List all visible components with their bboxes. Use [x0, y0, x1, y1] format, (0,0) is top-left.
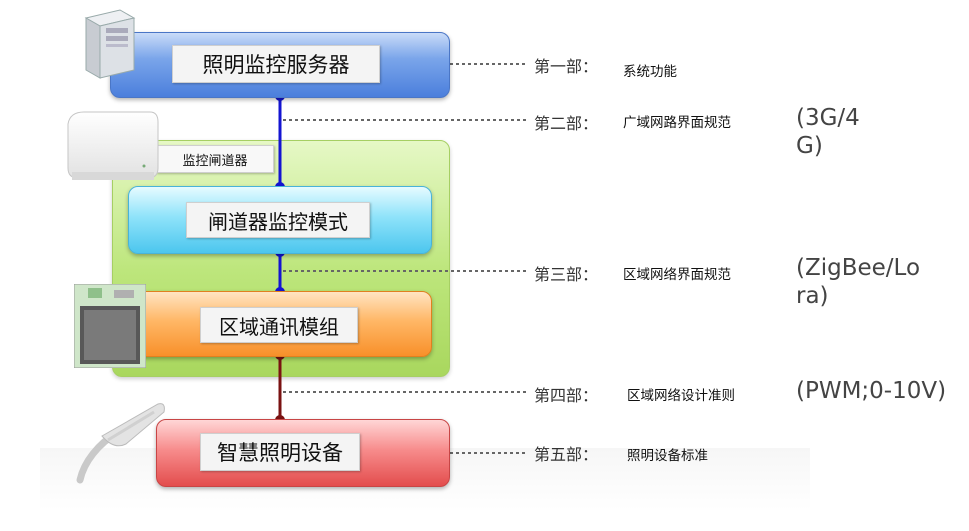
part-5-label: 第五部：	[534, 445, 599, 464]
part-1-desc: 系统功能	[623, 64, 677, 80]
wan-annotation: (3G/4 G)	[796, 104, 860, 160]
lan-annotation-line-2: ra)	[796, 283, 829, 309]
wan-annotation-line-2: G)	[796, 133, 823, 159]
lan-annotation: (ZigBee/Lo ra)	[796, 254, 920, 310]
control-annotation: (PWM;0-10V)	[796, 378, 947, 404]
smart-device-label: 智慧照明设备	[200, 433, 360, 471]
gateway-mode-label: 闸道器监控模式	[186, 202, 370, 238]
regional-module-label: 区域通讯模组	[200, 307, 358, 343]
street-lamp-icon	[76, 403, 165, 484]
part-2-label: 第二部：	[534, 114, 599, 133]
part-3-label: 第三部：	[534, 265, 599, 284]
part-3-desc: 区域网络界面规范	[623, 267, 731, 283]
gateway-device-icon	[67, 111, 159, 180]
circuit-module-icon	[74, 284, 146, 368]
gateway-label: 监控闸道器	[156, 145, 274, 173]
part-4-label: 第四部：	[534, 386, 599, 405]
part-4-desc: 区域网络设计准则	[627, 388, 735, 404]
server-tower-icon	[84, 9, 136, 79]
wan-annotation-line-1: (3G/4	[796, 105, 860, 131]
part-1-label: 第一部：	[534, 57, 599, 76]
part-5-desc: 照明设备标准	[627, 448, 708, 464]
server-label: 照明监控服务器	[172, 45, 380, 83]
part-2-desc: 广域网路界面规范	[623, 115, 731, 131]
lan-annotation-line-1: (ZigBee/Lo	[796, 255, 921, 281]
